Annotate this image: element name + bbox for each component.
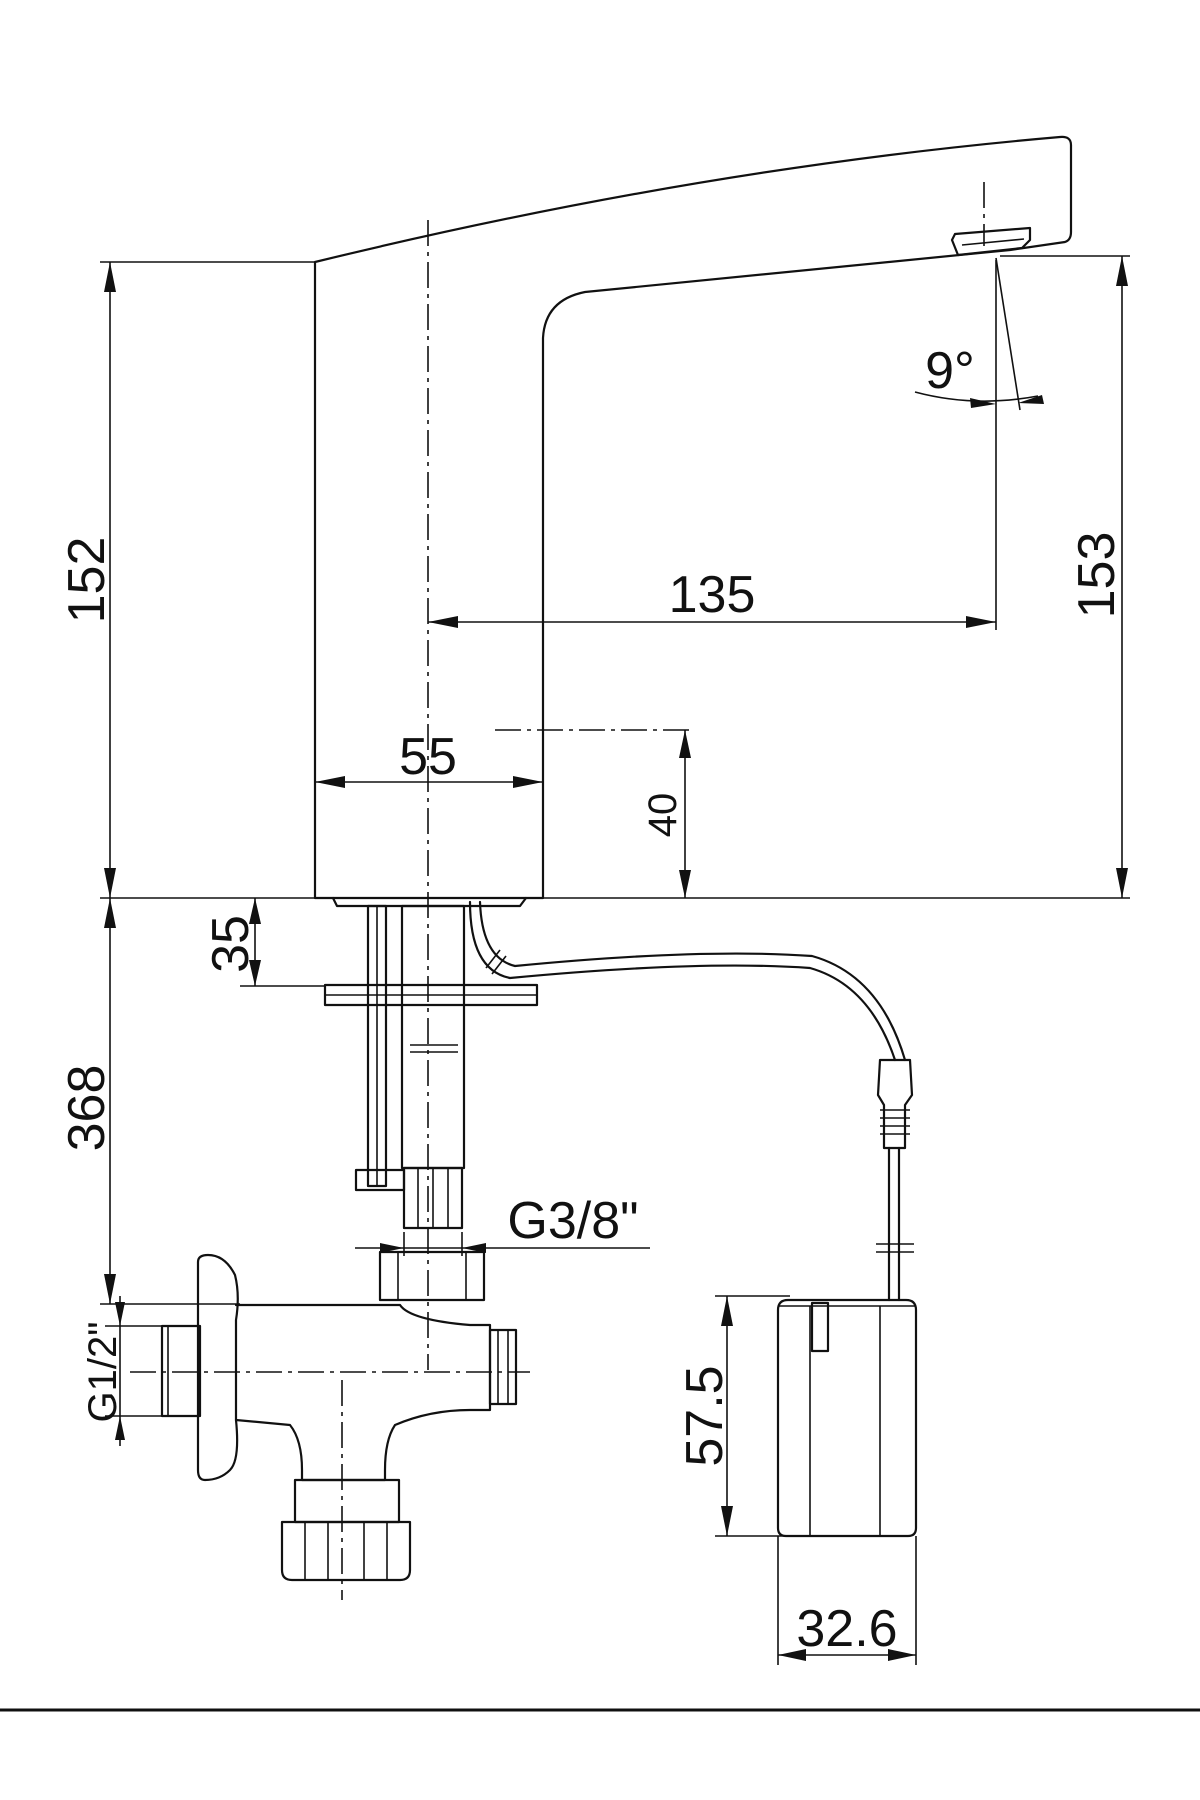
dim-label-40: 40: [641, 793, 685, 838]
dim-label-g38: G3/8": [507, 1192, 638, 1250]
dimension-32-6: 32.6: [777, 1536, 917, 1665]
sensor-connector: [876, 1058, 914, 1302]
control-box: [776, 1298, 918, 1538]
dim-label-32-6: 32.6: [796, 1600, 897, 1658]
dimension-55: 55: [315, 728, 543, 788]
dimension-153: 153: [1000, 255, 1130, 898]
dim-label-57-5: 57.5: [676, 1365, 734, 1466]
dim-label-55: 55: [399, 728, 457, 786]
dimension-angle: 9°: [914, 257, 1044, 411]
dimension-g38: G3/8": [355, 1192, 650, 1256]
dimension-368: 368: [58, 898, 240, 1305]
dim-label-35: 35: [202, 915, 260, 973]
dim-label-g12: G1/2": [81, 1322, 125, 1423]
angle-valve: [130, 1250, 530, 1600]
dimension-40: 40: [641, 730, 691, 898]
dimension-152: 152: [58, 261, 315, 898]
dimension-35: 35: [202, 898, 325, 987]
dim-label-135: 135: [669, 566, 756, 624]
dimension-g12: G1/2": [81, 1296, 165, 1446]
dimension-135: 135: [428, 260, 997, 630]
dim-label-153: 153: [1068, 532, 1126, 619]
dim-label-152: 152: [58, 537, 116, 624]
dim-label-angle: 9°: [925, 342, 975, 400]
dim-label-368: 368: [58, 1065, 116, 1152]
dimension-57-5: 57.5: [676, 1295, 790, 1537]
mounting-assembly: [323, 896, 907, 1230]
faucet-body: [313, 135, 1073, 900]
